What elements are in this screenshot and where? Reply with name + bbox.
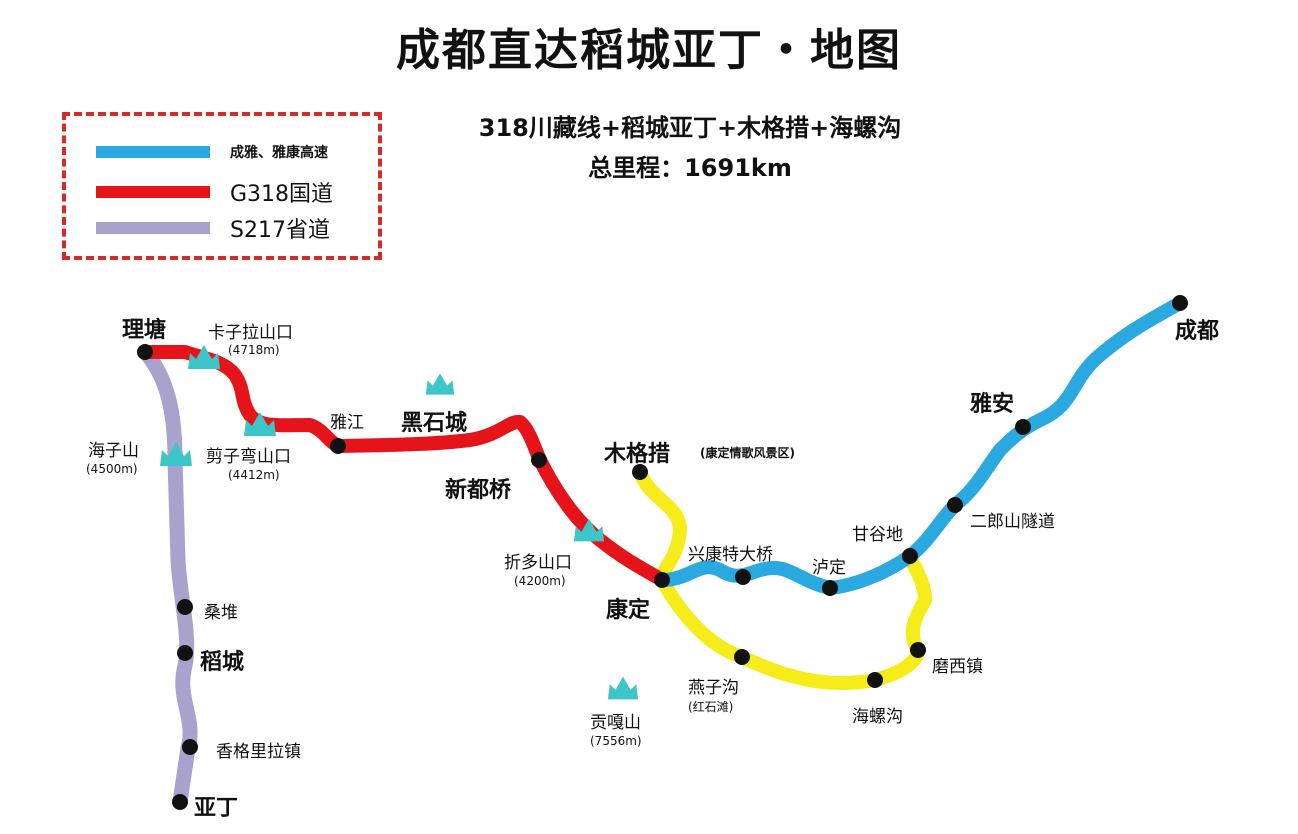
label-heishicheng: 黑石城 <box>401 411 468 436</box>
label-gongga: 贡嘎山 <box>590 713 641 733</box>
label-zheduo-alt: (4200m) <box>514 574 566 588</box>
map-title: 成都直达稻城亚丁・地图 <box>396 25 902 76</box>
label-jianziwan: 剪子弯山口 <box>206 447 291 467</box>
label-sangdui: 桑堆 <box>204 603 238 623</box>
label-kangding: 康定 <box>606 598 651 623</box>
label-yajiang: 雅江 <box>330 413 364 433</box>
s217-route <box>137 344 198 810</box>
label-erlangshan: 二郎山隧道 <box>970 512 1055 532</box>
mugecuo-route <box>633 465 688 587</box>
g318-swatch <box>96 186 210 198</box>
label-mugecuo-note: (康定情歌风景区) <box>700 446 795 460</box>
mountain-icon-gongga <box>607 676 639 700</box>
label-yanzigou-note: (红石滩) <box>688 700 734 714</box>
legend-label: 成雅、雅康高速 <box>230 145 328 161</box>
label-kazila-alt: (4718m) <box>228 343 280 357</box>
label-jianziwan-alt: (4412m) <box>228 468 280 482</box>
label-chengdu: 成都 <box>1175 319 1220 344</box>
g318-route <box>138 345 669 587</box>
mountain-icon-heishicheng <box>425 373 455 395</box>
label-moxi: 磨西镇 <box>932 657 983 677</box>
route-summary: 318川藏线+稻城亚丁+木格措+海螺沟 <box>478 114 902 142</box>
s217-swatch <box>96 222 210 234</box>
label-yanzigou: 燕子沟 <box>688 678 739 698</box>
legend-label: S217省道 <box>230 218 330 243</box>
label-mugecuo: 木格措 <box>604 442 671 467</box>
label-yaan: 雅安 <box>970 392 1015 417</box>
legend: 成雅、雅康高速 G318国道 S217省道 <box>62 112 382 260</box>
label-yading: 亚丁 <box>194 796 239 821</box>
label-haizishan: 海子山 <box>88 441 139 461</box>
label-xianggelila: 香格里拉镇 <box>216 742 301 762</box>
label-gongga-alt: (7556m) <box>590 734 642 748</box>
label-xinduqiao: 新都桥 <box>445 478 512 503</box>
label-luding: 泸定 <box>812 558 846 578</box>
label-gangudi: 甘谷地 <box>852 525 903 545</box>
legend-item-s217: S217省道 <box>96 212 330 244</box>
total-distance: 总里程：1691km <box>588 154 792 182</box>
label-kazila: 卡子拉山口 <box>208 323 293 343</box>
legend-label: G318国道 <box>230 182 334 207</box>
label-hailuogou: 海螺沟 <box>852 707 903 727</box>
label-haizishan-alt: (4500m) <box>86 462 138 476</box>
legend-item-g318: G318国道 <box>96 176 333 208</box>
expressway-swatch <box>96 146 210 158</box>
label-zheduo: 折多山口 <box>504 553 572 573</box>
legend-item-expressway: 成雅、雅康高速 <box>96 142 328 162</box>
label-litang: 理塘 <box>122 318 167 343</box>
stop-markers <box>137 295 1188 810</box>
mountain-icon-haizishan <box>160 442 192 466</box>
label-xingkang: 兴康特大桥 <box>688 545 773 565</box>
label-daocheng: 稻城 <box>200 650 245 675</box>
